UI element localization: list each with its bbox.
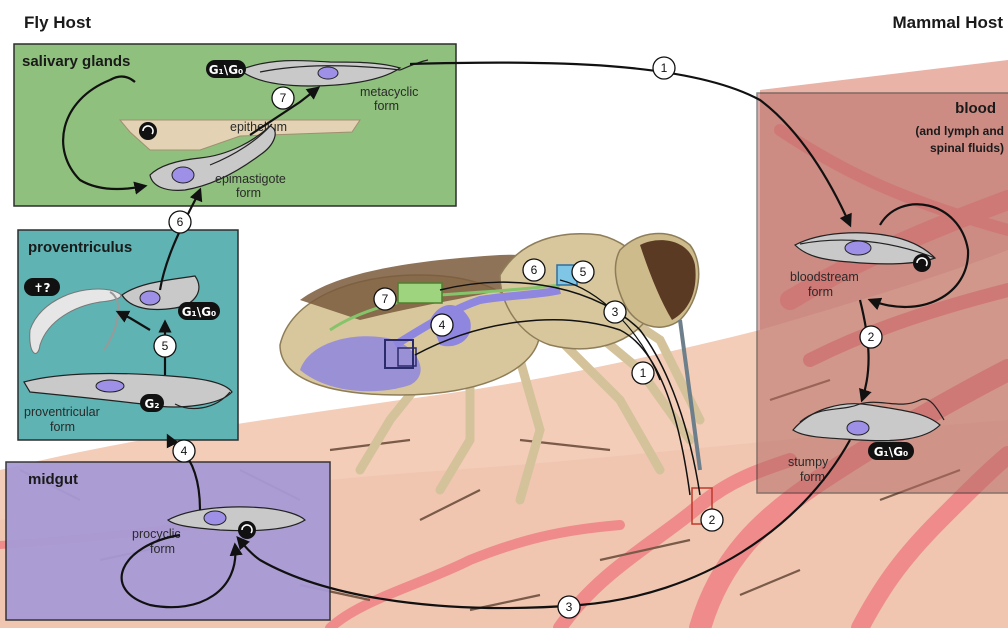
- epimastigote-label-2: form: [236, 186, 261, 200]
- death-label: ✝?: [33, 281, 50, 295]
- replication-cycle-icon: [139, 122, 157, 140]
- step-marker-3-fly: 3: [612, 305, 619, 319]
- step-marker-7-fly: 7: [382, 292, 389, 306]
- replication-cycle-icon-blood: [913, 254, 931, 272]
- proventriculus-cell-cycle-upper: G₁\G₀: [182, 305, 217, 319]
- midgut-box: midgut procyclic form: [6, 436, 330, 620]
- bloodstream-label-1: bloodstream: [790, 270, 859, 284]
- stumpy-label-1: stumpy: [788, 455, 829, 469]
- salivary-glands-title: salivary glands: [22, 53, 130, 70]
- metacyclic-cell-cycle-label: G₁\G₀: [209, 63, 244, 77]
- blood-subtitle-2: spinal fluids): [930, 141, 1004, 155]
- blood-box: blood (and lymph and spinal fluids) bloo…: [757, 93, 1008, 493]
- blood-title: blood: [955, 100, 996, 117]
- step-marker-1-top: 1: [661, 61, 668, 75]
- blood-cell-cycle-label: G₁\G₀: [874, 445, 909, 459]
- step-marker-2-blood: 2: [868, 330, 875, 344]
- epithelium-label: epithelium: [230, 120, 287, 134]
- fly-host-header: Fly Host: [24, 13, 91, 32]
- step-marker-5-fly: 5: [580, 265, 587, 279]
- step-marker-4-midgut: 4: [181, 444, 188, 458]
- mammal-host-header: Mammal Host: [892, 13, 1003, 32]
- procyclic-label-2: form: [150, 542, 175, 556]
- proventricular-label-2: form: [50, 420, 75, 434]
- step-marker-6-left: 6: [177, 215, 184, 229]
- midgut-title: midgut: [28, 471, 78, 488]
- step-marker-5-proventriculus: 5: [162, 339, 169, 353]
- epimastigote-label-1: epimastigote: [215, 172, 286, 186]
- step-marker-7-salivary: 7: [280, 91, 287, 105]
- salivary-glands-box: salivary glands epithelium G₁\G₀ metacyc…: [14, 44, 456, 206]
- bloodstream-label-2: form: [808, 285, 833, 299]
- procyclic-label-1: procyclic: [132, 527, 181, 541]
- proventriculus-cell-cycle-lower: G₂: [144, 397, 159, 411]
- metacyclic-label-2: form: [374, 99, 399, 113]
- proventriculus-box: proventriculus ✝? G₁\G₀ G₂ proventricula…: [18, 230, 238, 440]
- replication-cycle-icon-midgut: [238, 521, 256, 539]
- metacyclic-label-1: metacyclic: [360, 85, 418, 99]
- step-marker-3-bottom: 3: [566, 600, 573, 614]
- step-marker-1-fly: 1: [640, 366, 647, 380]
- blood-subtitle-1: (and lymph and: [915, 124, 1004, 138]
- proventriculus-title: proventriculus: [28, 239, 132, 256]
- step-marker-6-fly: 6: [531, 263, 538, 277]
- step-marker-4-fly: 4: [439, 318, 446, 332]
- step-marker-2-bite: 2: [709, 513, 716, 527]
- proventricular-label-1: proventricular: [24, 405, 100, 419]
